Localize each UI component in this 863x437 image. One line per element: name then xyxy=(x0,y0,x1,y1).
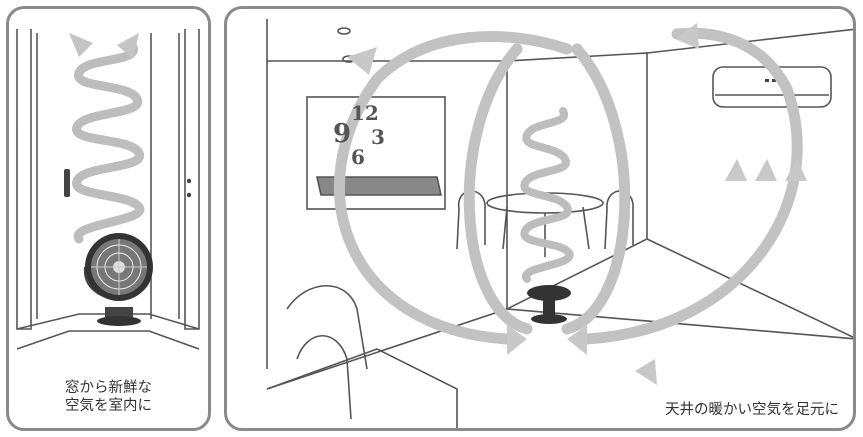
circulator-fan-icon xyxy=(83,233,153,326)
floor-line-mid xyxy=(506,308,853,340)
table-legs xyxy=(502,206,590,257)
right-caption: 天井の暖かい空気を足元に xyxy=(665,402,839,418)
window-frame-right xyxy=(184,29,200,330)
clock-digit-3: 3 xyxy=(371,125,385,149)
window-scene-illustration xyxy=(16,29,200,350)
left-caption-line2: 空気を室内に xyxy=(65,398,152,414)
left-caption: 窓から新鮮な 空気を室内に xyxy=(9,379,208,415)
circulation-arrows-icon xyxy=(333,27,803,345)
clock-digit-12: 12 xyxy=(351,101,379,125)
window-scene-panel: 窓から新鮮な 空気を室内に xyxy=(6,6,211,431)
ac-downflow-arrows-icon xyxy=(725,159,807,181)
window-handle-icon xyxy=(64,169,70,197)
latch-icon xyxy=(186,178,192,184)
clock-digit-6: 6 xyxy=(351,145,365,169)
window-frame-left xyxy=(16,29,32,330)
floor-line-right xyxy=(646,238,853,338)
ceiling-line xyxy=(646,28,853,54)
airflow-spiral-icon xyxy=(72,42,145,244)
wall-panel xyxy=(306,96,446,210)
sofa xyxy=(266,285,458,428)
room-back-wall xyxy=(266,19,508,390)
room-scene-illustration xyxy=(266,19,853,428)
ceiling-light-icon xyxy=(337,27,351,35)
left-caption-line1: 窓から新鮮な xyxy=(65,380,152,396)
shelf xyxy=(316,176,442,196)
latch-icon-2 xyxy=(186,192,192,198)
desk-circulator-fan-icon xyxy=(527,285,571,324)
room-scene-panel: 12 9 3 6 天井の暖かい空気を足元に xyxy=(224,6,856,431)
circulation-arrowheads-icon xyxy=(347,23,699,385)
airflow-spiral-icon xyxy=(520,107,574,283)
clock-digit-9: 9 xyxy=(333,119,352,149)
floor-line xyxy=(16,330,200,350)
airflow-arrow-icons xyxy=(69,33,139,59)
